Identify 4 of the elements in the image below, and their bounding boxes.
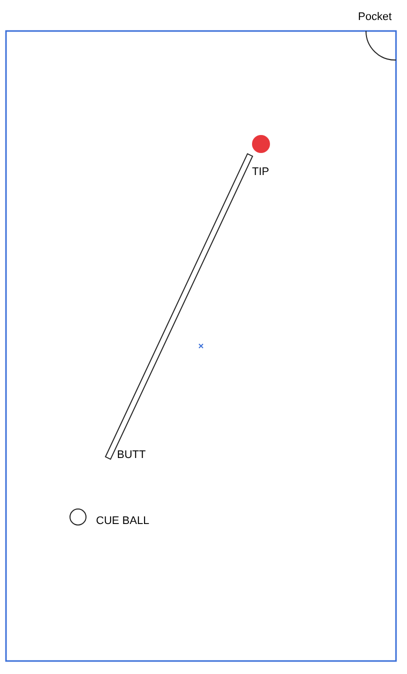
pocket-label: Pocket xyxy=(358,11,392,24)
ball-label: CUE BALL xyxy=(96,515,150,528)
butt-label: BUTT xyxy=(117,449,146,462)
tip-label: TIP xyxy=(252,166,270,179)
